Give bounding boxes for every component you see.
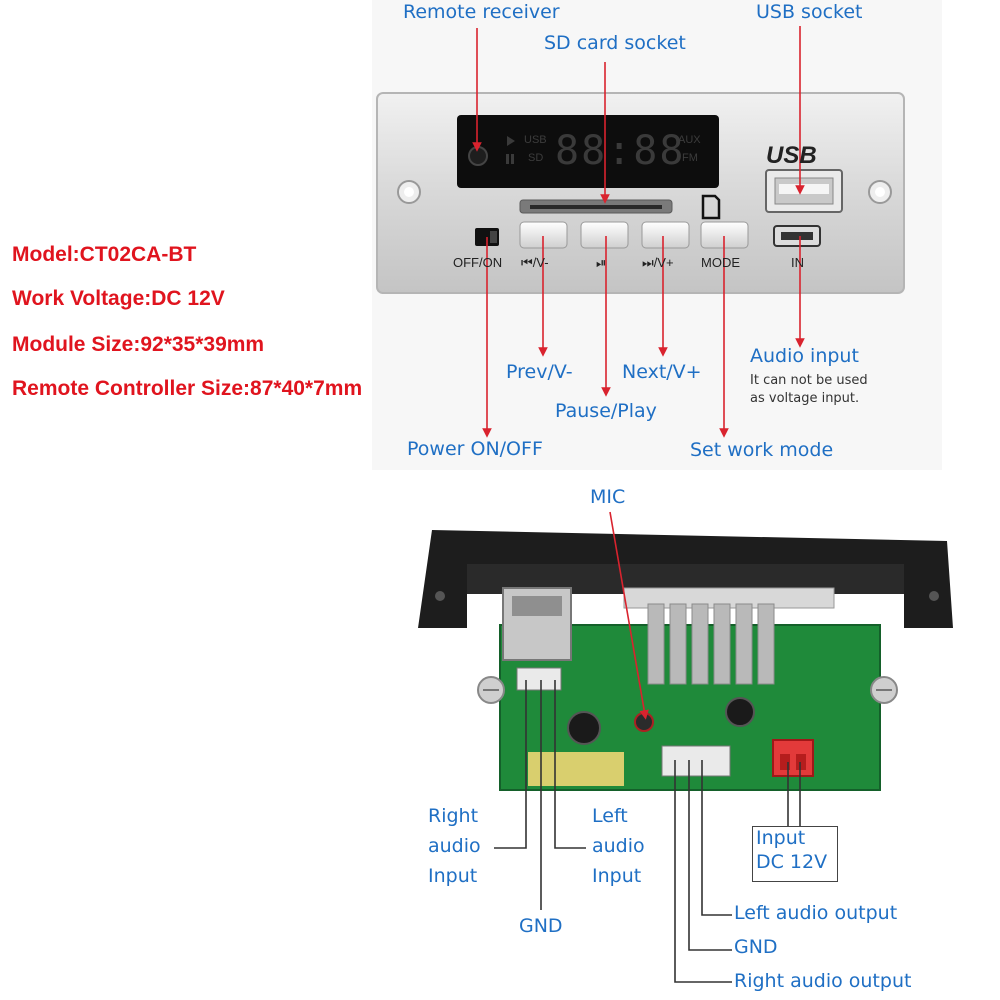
dc-input-connector (772, 739, 814, 777)
front-arrows (472, 26, 805, 720)
play-button (580, 221, 629, 249)
spec-voltage: Work Voltage:DC 12V (12, 287, 225, 310)
label-next: Next/V+ (622, 361, 702, 383)
label-right-audio-input-3: Input (428, 865, 478, 887)
label-mic: MIC (590, 486, 626, 508)
display-digits: 88:88 (555, 128, 686, 174)
label-prev: Prev/V- (506, 361, 573, 383)
label-left-audio-input-2: audio (592, 835, 645, 857)
audio-input-note-1: It can not be used (750, 373, 868, 388)
label-power-on-off: Power ON/OFF (407, 438, 543, 460)
play-button-label: ⏯ (596, 255, 607, 270)
spec-remote-size: Remote Controller Size:87*40*7mm (12, 377, 363, 400)
label-right-audio-output: Right audio output (734, 970, 912, 992)
next-button (641, 221, 690, 249)
label-set-work-mode: Set work mode (690, 439, 834, 461)
label-left-audio-input-3: Input (592, 865, 642, 887)
label-input-dc-2: DC 12V (756, 850, 828, 873)
usb-logo: USB (766, 142, 817, 169)
label-gnd-output: GND (734, 936, 778, 958)
label-audio-input: Audio input (750, 345, 859, 367)
label-gnd-input: GND (519, 915, 563, 937)
mic-component (634, 712, 654, 732)
sd-card-icon (701, 194, 721, 220)
back-module (418, 530, 953, 791)
label-left-audio-input-1: Left (592, 805, 628, 827)
next-button-label: ⏭/V+ (642, 255, 674, 270)
display-aux-text: AUX (678, 134, 701, 146)
prev-button-label: ⏮/V- (521, 255, 549, 270)
label-right-audio-input-1: Right (428, 805, 479, 827)
ir-receiver (468, 146, 488, 166)
display-fm-text: FM (682, 152, 698, 164)
audio-input-note-2: as voltage input. (750, 391, 860, 406)
spec-module-size: Module Size:92*35*39mm (12, 333, 265, 356)
display-usb-text: USB (524, 134, 547, 146)
mode-button-label: MODE (701, 255, 740, 270)
front-panel (376, 92, 905, 294)
label-input-dc-1: Input (756, 827, 806, 849)
in-label: IN (791, 255, 804, 270)
input-dc-box: Input DC 12V (752, 826, 838, 882)
label-remote-receiver: Remote receiver (403, 1, 560, 23)
off-on-label: OFF/ON (453, 255, 503, 270)
label-left-audio-output: Left audio output (734, 902, 898, 924)
lcd-display (457, 115, 719, 188)
display-sd-text: SD (528, 152, 544, 164)
label-usb-socket: USB socket (756, 1, 863, 23)
label-sd-card-socket: SD card socket (544, 32, 686, 54)
spec-model: Model:CT02CA-BT (12, 243, 197, 266)
label-right-audio-input-2: audio (428, 835, 481, 857)
label-pause-play: Pause/Play (555, 400, 657, 422)
back-wires (494, 680, 801, 983)
